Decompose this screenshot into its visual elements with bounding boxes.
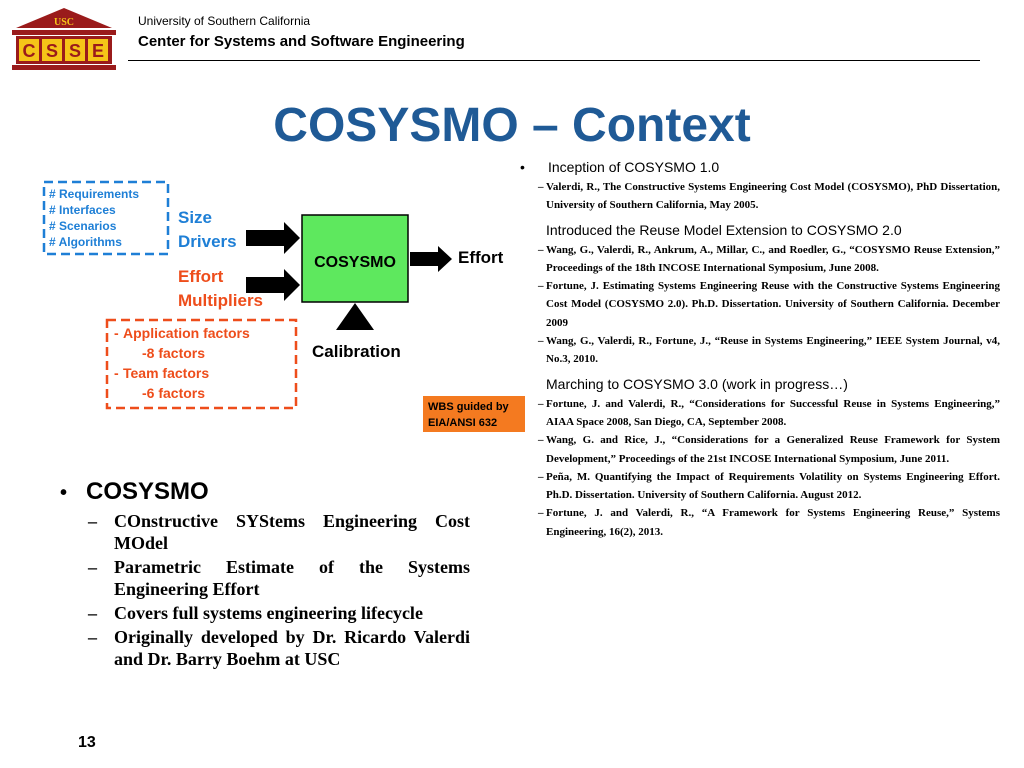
logo-letter-c: C bbox=[23, 41, 36, 61]
overview-item: –Covers full systems engineering lifecyc… bbox=[88, 602, 470, 624]
overview-item: –Parametric Estimate of the Systems Engi… bbox=[88, 557, 470, 599]
effort-multipliers-label-1: Effort bbox=[178, 267, 224, 286]
calibration-label: Calibration bbox=[312, 342, 401, 361]
logo-letter-e: E bbox=[92, 41, 104, 61]
logo-letter-s2: S bbox=[69, 41, 81, 61]
size-item-requirements: # Requirements bbox=[49, 187, 139, 201]
reference-item-text: Fortune, J. and Valerdi, R., “A Framewor… bbox=[546, 507, 1000, 538]
page-number: 13 bbox=[78, 734, 96, 751]
size-input-arrow bbox=[246, 222, 300, 254]
csse-logo: USC C S S E bbox=[12, 8, 116, 70]
reference-heading-3: Marching to COSYSMO 3.0 (work in progres… bbox=[518, 375, 1000, 393]
reference-item-text: Valerdi, R., The Constructive Systems En… bbox=[546, 181, 1000, 212]
app-factors-count: -8 factors bbox=[142, 345, 205, 361]
overview-item: –Originally developed by Dr. Ricardo Val… bbox=[88, 627, 470, 669]
size-item-interfaces: # Interfaces bbox=[49, 203, 116, 217]
app-factors-label: Application factors bbox=[123, 325, 250, 341]
logo-letter-s1: S bbox=[46, 41, 58, 61]
effort-multipliers-label-2: Multipliers bbox=[178, 291, 263, 310]
center-name: Center for Systems and Software Engineer… bbox=[138, 33, 465, 50]
reference-item: –Fortune, J. Estimating Systems Engineer… bbox=[518, 277, 1000, 332]
overview-main-bullet: • COSYSMO bbox=[60, 478, 470, 506]
reference-heading-1-text: Inception of COSYSMO 1.0 bbox=[548, 159, 720, 175]
slide-title: COSYSMO – Context bbox=[273, 99, 751, 152]
bullet-dot: • bbox=[60, 482, 68, 504]
reference-item: –Wang, G. and Rice, J., “Considerations … bbox=[518, 431, 1000, 468]
wbs-label-1: WBS guided by bbox=[428, 401, 510, 413]
calibration-triangle bbox=[336, 303, 374, 330]
cosysmo-box-label: COSYSMO bbox=[314, 254, 396, 271]
wbs-box bbox=[423, 396, 525, 432]
reference-item-text: Wang, G. and Rice, J., “Considerations f… bbox=[546, 434, 1000, 465]
reference-item: –Fortune, J. and Valerdi, R., “Considera… bbox=[518, 395, 1000, 432]
university-name: University of Southern California bbox=[138, 14, 311, 28]
reference-item-text: Fortune, J. and Valerdi, R., “Considerat… bbox=[546, 397, 1000, 428]
size-drivers-label-2: Drivers bbox=[178, 232, 237, 251]
team-factors-dash: - bbox=[114, 365, 119, 381]
size-item-algorithms: # Algorithms bbox=[49, 235, 122, 249]
reference-heading-2: Introduced the Reuse Model Extension to … bbox=[518, 221, 1000, 239]
reference-item: –Wang, G., Valerdi, R., Ankrum, A., Mill… bbox=[518, 241, 1000, 278]
reference-heading-1: •Inception of COSYSMO 1.0 bbox=[520, 159, 720, 175]
reference-item-text: Fortune, J. Estimating Systems Engineeri… bbox=[546, 280, 1000, 329]
team-factors-count: -6 factors bbox=[142, 385, 205, 401]
overview-item-text: COnstructive SYStems Engineering Cost MO… bbox=[114, 511, 470, 553]
reference-heading-2-text: Introduced the Reuse Model Extension to … bbox=[546, 221, 902, 238]
effort-output-label: Effort bbox=[458, 248, 504, 267]
overview-item-text: Originally developed by Dr. Ricardo Vale… bbox=[114, 627, 470, 669]
reference-item: –Valerdi, R., The Constructive Systems E… bbox=[518, 178, 1000, 215]
reference-item: –Fortune, J. and Valerdi, R., “A Framewo… bbox=[518, 504, 1000, 541]
overview-main-label: COSYSMO bbox=[86, 478, 209, 505]
size-drivers-label-1: Size bbox=[178, 208, 212, 227]
reference-item: –Peña, M. Quantifying the Impact of Requ… bbox=[518, 468, 1000, 505]
reference-item: –Wang, G., Valerdi, R., Fortune, J., “Re… bbox=[518, 332, 1000, 369]
cosysmo-overview-list: • COSYSMO –COnstructive SYStems Engineer… bbox=[60, 478, 470, 672]
reference-item-text: Wang, G., Valerdi, R., Fortune, J., “Reu… bbox=[546, 335, 1000, 366]
wbs-label-2: EIA/ANSI 632 bbox=[428, 417, 497, 429]
overview-item: –COnstructive SYStems Engineering Cost M… bbox=[88, 511, 470, 553]
app-factors-dash: - bbox=[114, 325, 119, 341]
header-rule bbox=[128, 60, 980, 61]
reference-heading-3-text: Marching to COSYSMO 3.0 (work in progres… bbox=[546, 375, 848, 392]
references-panel: •Inception of COSYSMO 1.0 –Valerdi, R., … bbox=[518, 156, 1000, 541]
reference-item-text: Peña, M. Quantifying the Impact of Requi… bbox=[546, 470, 1000, 502]
effort-output-arrow bbox=[410, 246, 452, 272]
logo-usc-text: USC bbox=[54, 17, 74, 28]
effort-multipliers-box bbox=[105, 318, 298, 410]
size-item-scenarios: # Scenarios bbox=[49, 219, 117, 233]
overview-item-text: Covers full systems engineering lifecycl… bbox=[114, 603, 423, 623]
cosysmo-diagram: # Requirements # Interfaces # Scenarios … bbox=[42, 180, 525, 432]
effort-input-arrow bbox=[246, 269, 300, 301]
reference-item-text: Wang, G., Valerdi, R., Ankrum, A., Milla… bbox=[546, 243, 1000, 274]
cosysmo-box bbox=[301, 214, 409, 303]
overview-item-text: Parametric Estimate of the Systems Engin… bbox=[114, 557, 470, 599]
size-drivers-box bbox=[42, 180, 170, 256]
team-factors-label: Team factors bbox=[123, 365, 209, 381]
